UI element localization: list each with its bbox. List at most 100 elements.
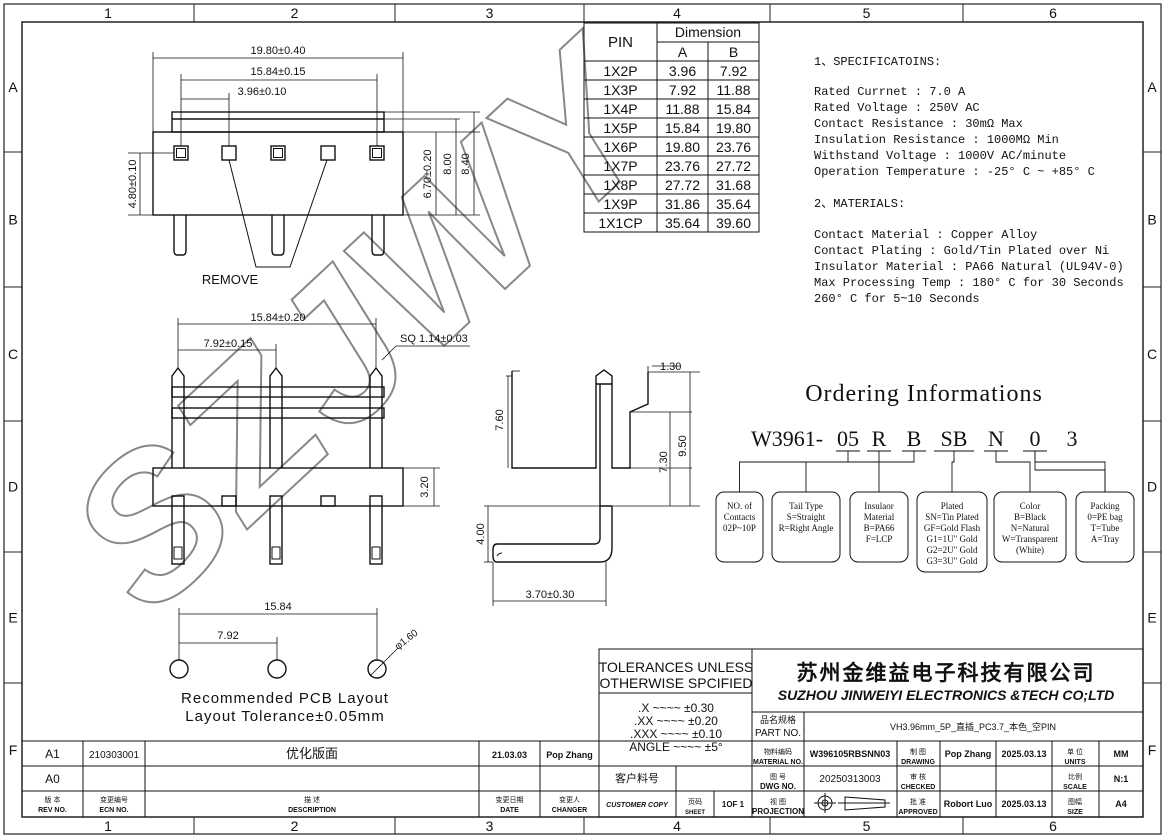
dim-top-overall: 19.80±0.40 [251, 45, 306, 57]
table-cell-pin: 1X3P [603, 82, 637, 98]
grid-col-label: 1 [104, 818, 112, 834]
part-value: VH3.96mm_5P_直插_PC3.7_本色_空PIN [890, 721, 1056, 732]
cell-label-en: PROJECTION [752, 807, 804, 816]
frame-outer [3, 3, 1162, 835]
cell-label-cn: 物料编码 [764, 747, 792, 756]
table-header-a: A [678, 44, 688, 60]
rev-header-en: CHANGER [552, 807, 587, 814]
cell-value: W396105RBSNN03 [810, 749, 891, 759]
grid-row-label: B [1147, 212, 1156, 228]
table-header-b: B [729, 44, 738, 60]
tolerance-line: .X ~~~~ ±0.30 [638, 701, 714, 715]
front-view [152, 318, 470, 565]
table-cell-a: 11.88 [666, 101, 700, 117]
ordering-box-line: B=PA66 [864, 523, 895, 533]
ordering-box-line: N=Natural [1011, 523, 1050, 533]
rev-header-en: DATE [500, 807, 519, 814]
spec-line: 260° C for 5~10 Seconds [814, 292, 980, 306]
ordering-box-line: G1=1U" Gold [927, 534, 978, 544]
grid-row-label: C [8, 346, 18, 362]
table-cell-b: 31.68 [716, 177, 751, 193]
spec-line: Rated Currnet : 7.0 A [814, 85, 966, 99]
rev-desc: 优化版面 [286, 746, 338, 761]
ordering-part: SB [941, 426, 968, 451]
spec-line: Insulation Resistance : 1000MΩ Min [814, 133, 1059, 147]
dim-top-span: 15.84±0.15 [251, 66, 306, 78]
grid-col-label: 6 [1049, 818, 1057, 834]
table-cell-pin: 1X8P [603, 177, 637, 193]
spec-line: Withstand Voltage : 1000V AC/minute [814, 149, 1066, 163]
rev-header-cn: 变更人 [559, 795, 580, 804]
cell-label-en: DRAWING [901, 759, 935, 766]
dim-front-span: 15.84±0.20 [251, 312, 306, 324]
cell-label-cn: 批 准 [910, 797, 926, 806]
side-view [484, 365, 700, 606]
spec-line: Max Processing Temp : 180° C for 30 Seco… [814, 276, 1124, 290]
dim-side-400: 4.00 [475, 523, 487, 544]
grid-row-label: E [8, 610, 17, 626]
dim-front-pitch: 7.92±0.15 [204, 338, 253, 350]
cell-value: 1OF 1 [722, 800, 745, 809]
grid-col-label: 3 [486, 818, 494, 834]
ordering-box-line: G2=2U" Gold [927, 545, 978, 555]
cell-value: N:1 [1114, 774, 1129, 784]
cell-label-cn: 审 核 [910, 772, 926, 781]
rev-no: A1 [45, 747, 60, 761]
dim-pcb-hole: φ1.60 [393, 627, 421, 652]
customer-part-label: 客户料号 [615, 771, 659, 785]
cell-value: Robort Luo [944, 799, 993, 809]
cell-label-en: APPROVED [898, 809, 937, 816]
spec-line: Rated Voltage : 250V AC [814, 101, 980, 115]
cell-label-cn: 比例 [1068, 772, 1082, 781]
spec-line: Operation Temperature : -25° C ~ +85° C [814, 165, 1095, 179]
tolerance-title2: OTHERWISE SPCIFIED [600, 675, 753, 691]
dim-top-r1: 6.70±0.20 [422, 150, 434, 199]
table-cell-a: 23.76 [665, 158, 700, 174]
ordering-box-line: Tail Type [789, 501, 823, 511]
rev-ecn: 210303001 [89, 750, 139, 761]
grid-col-label: 3 [486, 5, 494, 21]
table-cell-pin: 1X7P [603, 158, 637, 174]
rev-no: A0 [45, 772, 60, 786]
table-cell-b: 39.60 [716, 215, 751, 231]
cell-label-cn: 图幅 [1068, 797, 1082, 806]
grid-col-label: 5 [863, 818, 871, 834]
pcb-title: Recommended PCB Layout [181, 690, 389, 707]
table-header-pin: PIN [608, 34, 633, 51]
cell-label-en: SHEET [685, 810, 705, 816]
rev-header-cn: 变更日期 [496, 795, 524, 804]
table-cell-pin: 1X4P [603, 101, 637, 117]
table-cell-b: 7.92 [720, 63, 747, 79]
pcb-tolerance: Layout Tolerance±0.05mm [185, 708, 384, 725]
dim-top-pitch: 3.96±0.10 [238, 86, 287, 98]
grid-row-label: F [1148, 742, 1157, 758]
tolerance-lines: .X ~~~~ ±0.30.XX ~~~~ ±0.20.XXX ~~~~ ±0.… [629, 701, 723, 754]
grid-row-label: A [8, 79, 18, 95]
ordering-box-line: GF=Gold Flash [924, 523, 981, 533]
ordering-box-line: R=Right Angle [779, 523, 834, 533]
rev-header-cn: 描 述 [304, 795, 320, 804]
dim-side-w: 1.30 [660, 361, 681, 373]
dim-front-sq: SQ 1.14±0.03 [400, 333, 468, 345]
table-cell-a: 15.84 [665, 120, 700, 136]
cell-label-en: MATERIAL NO. [753, 759, 803, 766]
table-cell-a: 27.72 [665, 177, 700, 193]
grid-row-label: D [1147, 479, 1157, 495]
cell-label-en: DWG NO. [760, 782, 796, 791]
rev-header-en: REV NO. [38, 807, 67, 814]
cell-value: 20250313003 [819, 774, 881, 785]
grid-row-label: C [1147, 346, 1157, 362]
dim-top-r3: 8.40 [460, 153, 472, 174]
table-cell-a: 7.92 [669, 82, 696, 98]
spec-line: Contact Plating : Gold/Tin Plated over N… [814, 244, 1109, 258]
ordering-box-line: A=Tray [1091, 534, 1120, 544]
cell-label-en: SIZE [1067, 809, 1083, 816]
dim-top-r2: 8.00 [442, 153, 454, 174]
table-cell-b: 11.88 [717, 82, 751, 98]
table-cell-b: 23.76 [716, 139, 751, 155]
pcb-layout [169, 608, 399, 679]
grid-row-label: D [8, 479, 18, 495]
ordering-box-line: 0=PE bag [1087, 512, 1123, 522]
cell-label-cn: 页码 [688, 798, 702, 806]
